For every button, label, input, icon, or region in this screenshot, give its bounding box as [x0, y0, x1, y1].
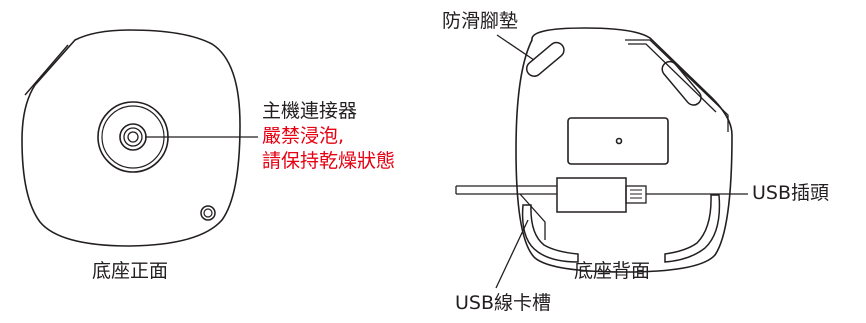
back-base-edge-inner	[628, 43, 717, 113]
anti-slip-feet-label: 防滑腳墊	[442, 10, 519, 32]
usb-cable-slot-label: USB線卡槽	[455, 292, 552, 314]
front-base	[21, 29, 258, 247]
front-base-outline	[21, 29, 241, 247]
back-base-caption: 底座背面	[574, 260, 651, 282]
front-base-indicator	[200, 205, 216, 221]
usb-plug	[556, 177, 647, 213]
usb-slot-leader-line	[495, 219, 529, 289]
front-base-bevel	[24, 44, 69, 96]
back-base-screw-hole	[615, 137, 623, 145]
warning-line-1: 嚴禁浸泡,	[262, 125, 345, 147]
warning-line-2: 請保持乾燥狀態	[262, 150, 396, 172]
back-base-label-plate	[567, 117, 669, 165]
anti-slip-pad-top-right	[661, 60, 702, 106]
front-base-caption: 底座正面	[92, 260, 169, 282]
usb-cable	[455, 185, 557, 240]
connector-label: 主機連接器	[262, 100, 358, 122]
anti-slip-pad-top-left	[525, 41, 565, 77]
back-base-outline	[515, 27, 733, 273]
usb-plug-label: USB插頭	[752, 182, 830, 204]
feet-leader-line	[496, 34, 535, 61]
back-base	[455, 27, 748, 289]
anti-slip-pad-bottom-left	[521, 204, 579, 263]
back-base-edge	[625, 39, 729, 132]
anti-slip-pad-bottom-right	[664, 194, 721, 263]
